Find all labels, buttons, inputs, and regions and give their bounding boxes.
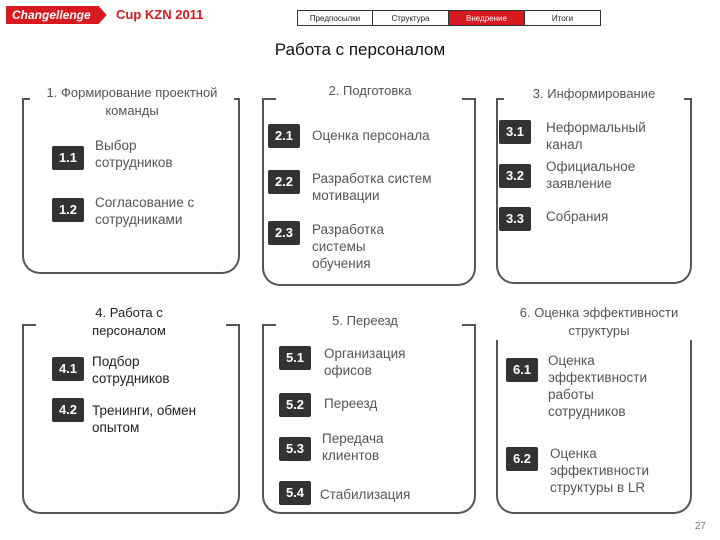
item-badge: 1.1 [52,146,84,170]
item-text: Оценка эффективности структуры в LR [550,446,650,495]
group-5-bracket [262,324,476,514]
group-6-heading: 6. Оценка эффективности структуры [496,304,702,340]
group-5-heading: 5. Переезд [300,312,430,330]
item-badge: 3.3 [499,207,531,231]
item-text: Разработка системы обучения [312,222,384,271]
item-badge: 3.1 [499,120,531,144]
item-text: Тренинги, обмен опытом [92,403,197,435]
item-text: Оценка эффективности работы сотрудников [548,353,648,419]
item-badge: 4.1 [52,357,84,381]
item-badge: 6.1 [506,358,538,382]
item-text: Стабилизация [320,487,411,502]
item-badge: 5.4 [279,481,311,505]
group-1-bracket [22,98,240,274]
item-text: Переезд [324,396,378,411]
item-badge: 2.1 [268,124,300,148]
item-badge: 2.2 [268,170,300,194]
tab-prerequisites[interactable]: Предпосылки [297,10,373,26]
item-text: Неформальный канал [546,120,646,152]
item-badge: 5.2 [279,393,311,417]
item-text: Разработка систем мотивации [312,171,432,203]
item-badge: 5.1 [279,346,311,370]
item-badge: 5.3 [279,437,311,461]
item-text: Организация офисов [324,346,406,378]
item-badge: 3.2 [499,164,531,188]
group-4-heading: 4. Работа с персоналом [64,304,194,340]
group-4-bracket [22,324,240,514]
group-3-heading: 3. Информирование [504,85,684,103]
item-text: Передача клиентов [322,431,384,463]
item-badge: 2.3 [268,221,300,245]
tab-bar: Предпосылки Структура Внедрение Итоги [297,10,601,26]
tab-implementation[interactable]: Внедрение [449,10,525,26]
tab-results[interactable]: Итоги [525,10,601,26]
item-badge: 6.2 [506,447,538,471]
item-badge: 4.2 [52,398,84,422]
item-text: Согласование с сотрудниками [95,195,195,227]
item-text: Собрания [546,209,609,224]
group-2-heading: 2. Подготовка [290,82,450,100]
item-badge: 1.2 [52,198,84,222]
item-text: Выбор сотрудников [95,138,173,170]
item-text: Подбор сотрудников [92,354,170,386]
page-number: 27 [694,521,706,532]
group-2-bracket [262,98,476,286]
page-title: Работа с персоналом [274,40,446,59]
tab-structure[interactable]: Структура [373,10,449,26]
item-text: Официальное заявление [546,159,636,191]
group-1-heading: 1. Формирование проектной команды [30,84,234,120]
changellenge-logo: Changellenge [6,6,107,24]
event-name: Cup KZN 2011 [116,7,204,22]
item-text: Оценка персонала [312,128,430,143]
